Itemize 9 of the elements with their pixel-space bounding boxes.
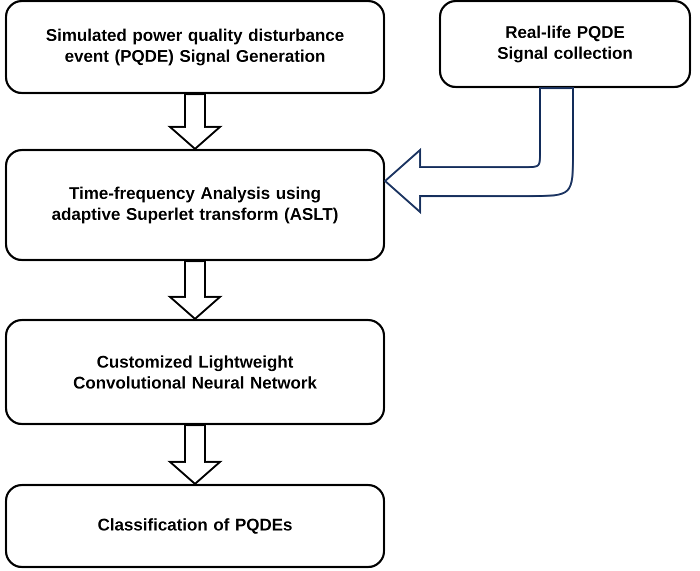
process-box: Real-life PQDE Signal collection [438, 0, 692, 88]
block-arrow [167, 424, 223, 486]
block-arrow [167, 93, 223, 150]
process-box: Simulated power quality disturbance event (PQDE) Signal Generation [4, 0, 386, 94]
process-box: Customized Lightweight Convolutional Neural Network [4, 318, 386, 426]
process-box: Classification of PQDEs [4, 484, 386, 568]
block-arrow [384, 87, 574, 213]
process-box: Time-frequency Analysis using adaptive Superlet transform (ASLT) [4, 148, 386, 262]
block-arrow [167, 260, 223, 320]
